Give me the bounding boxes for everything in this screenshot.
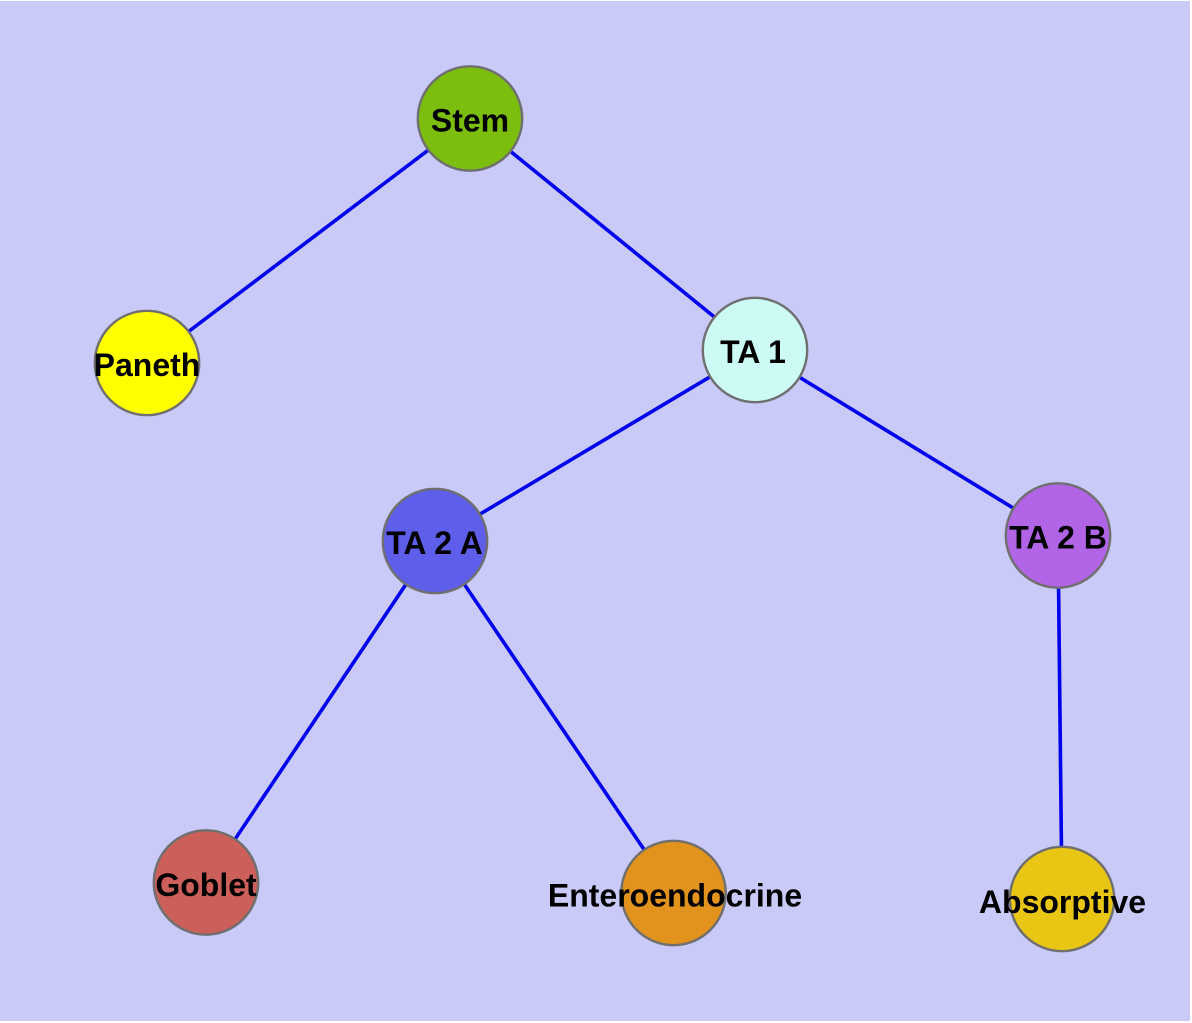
svg-text:Goblet: Goblet — [155, 867, 257, 903]
svg-text:Paneth: Paneth — [94, 347, 201, 383]
svg-text:Enteroendocrine: Enteroendocrine — [548, 878, 802, 914]
svg-text:TA 2 B: TA 2 B — [1009, 520, 1107, 556]
svg-text:TA 2 A: TA 2 A — [386, 525, 483, 561]
svg-text:TA 1: TA 1 — [720, 334, 786, 370]
svg-text:Absorptive: Absorptive — [979, 884, 1146, 920]
svg-text:Stem: Stem — [431, 103, 509, 139]
